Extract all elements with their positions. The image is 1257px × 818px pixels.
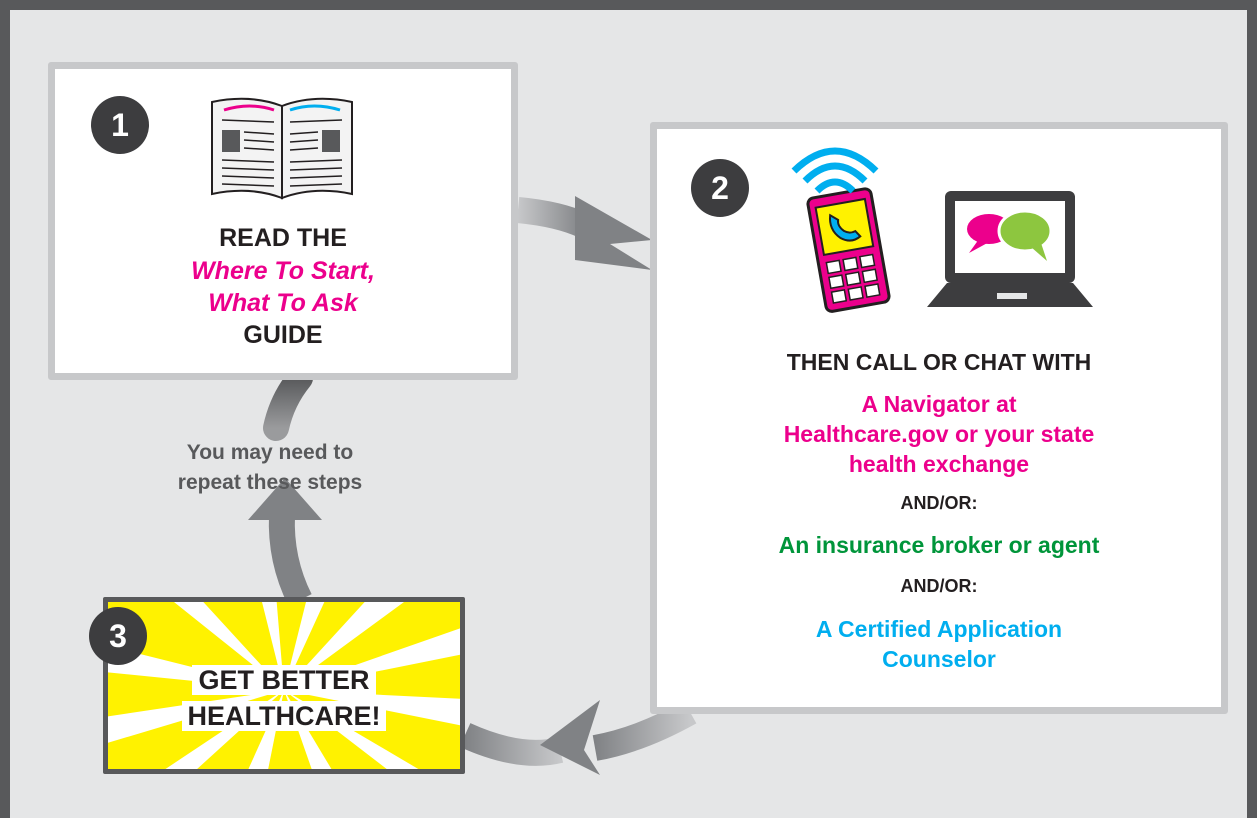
step2-heading: THEN CALL OR CHAT WITH xyxy=(786,349,1092,375)
step3-card: GET BETTER HEALTHCARE! xyxy=(103,597,465,774)
counselor-line1: A Certified Application xyxy=(815,616,1063,642)
andor-separator-2: AND/OR: xyxy=(900,576,978,596)
step3-text: GET BETTER HEALTHCARE! xyxy=(108,662,460,734)
broker-option: An insurance broker or agent xyxy=(778,532,1100,558)
repeat-note-line1: You may need to xyxy=(186,441,354,464)
guide-title-line2: What To Ask xyxy=(208,289,358,317)
step2-number-badge: 2 xyxy=(691,159,749,217)
laptop-chat-icon xyxy=(927,191,1093,307)
arrow-step3-to-step1 xyxy=(248,365,322,606)
step1-line4: GUIDE xyxy=(243,321,323,349)
open-book-icon xyxy=(211,97,353,200)
guide-title-line1: Where To Start, xyxy=(191,257,375,285)
step3-line1: GET BETTER xyxy=(192,665,376,695)
step3-number-badge: 3 xyxy=(89,607,147,665)
navigator-line3: health exchange xyxy=(848,451,1030,477)
mobile-phone-icon xyxy=(806,187,891,313)
repeat-note: You may need to repeat these steps xyxy=(120,438,420,498)
navigator-line1: A Navigator at xyxy=(861,391,1017,417)
wifi-signal-icon xyxy=(791,147,879,194)
step1-card: 1 READ THE xyxy=(48,62,518,380)
repeat-note-line2: repeat these steps xyxy=(177,471,363,494)
arrow-step2-to-step3 xyxy=(459,700,697,775)
counselor-line2: Counselor xyxy=(882,646,996,672)
step3-line2: HEALTHCARE! xyxy=(181,701,387,731)
arrow-step1-to-step2 xyxy=(516,196,652,270)
contact-icons xyxy=(791,147,1093,313)
navigator-line2: Healthcare.gov or your state xyxy=(783,421,1095,447)
step2-card: 2 xyxy=(650,122,1228,714)
step1-line1: READ THE xyxy=(219,224,347,252)
andor-separator-1: AND/OR: xyxy=(900,493,978,513)
step1-number-badge: 1 xyxy=(91,96,149,154)
